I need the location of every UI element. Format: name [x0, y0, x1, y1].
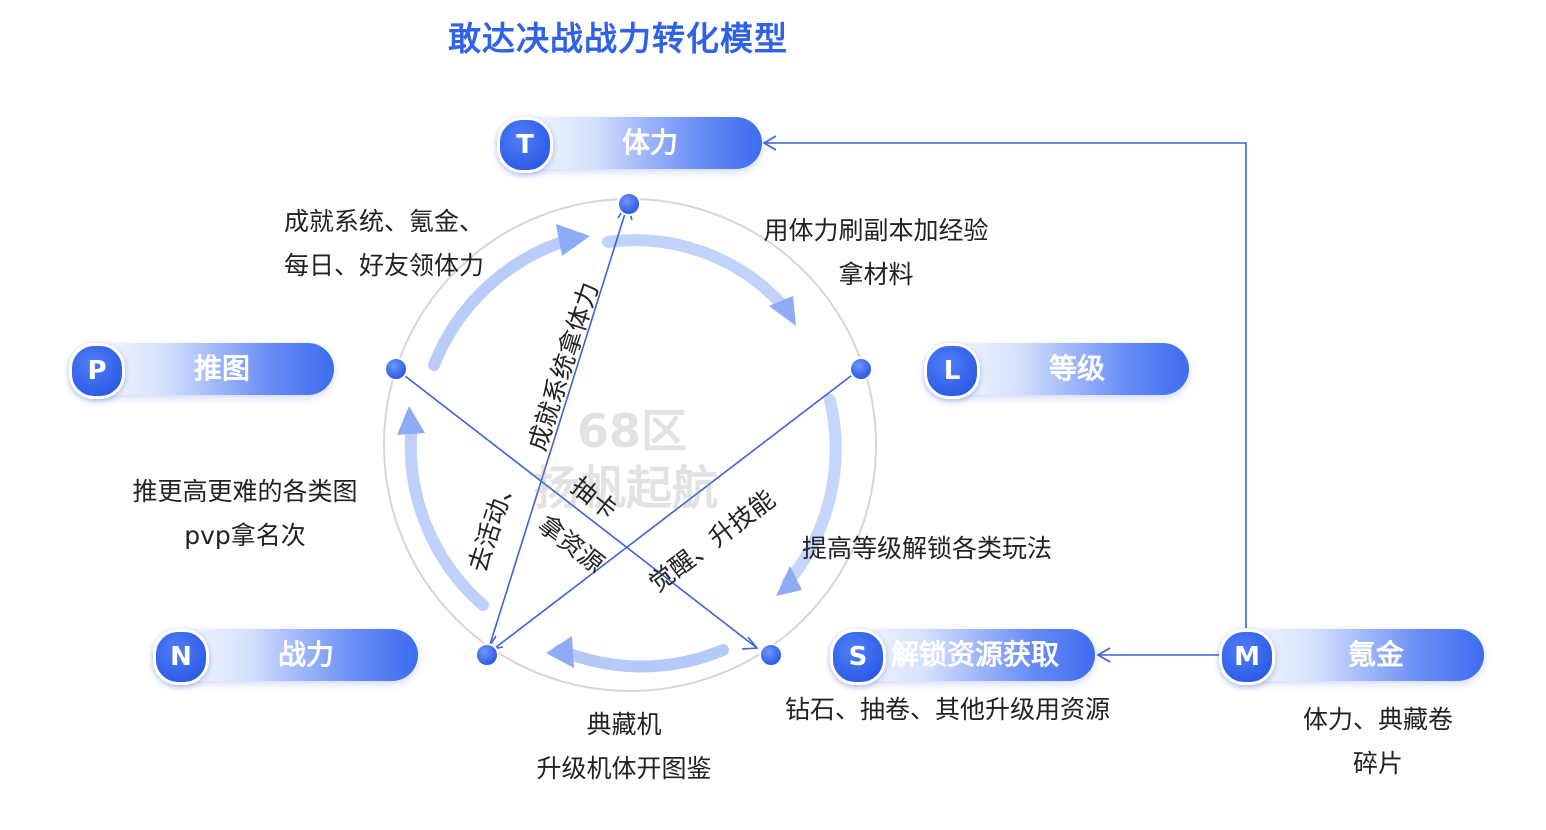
dot-t	[617, 192, 641, 216]
connector-lines	[395, 142, 1247, 656]
annotation-purchase: 体力、典藏卷 碎片	[1280, 698, 1476, 786]
annotation-push-map-line1: 推更高更难的各类图	[132, 477, 358, 506]
watermark-line2: 扬帆起航	[534, 461, 718, 515]
node-s-badge: S	[830, 629, 886, 685]
line-l-to-n	[494, 368, 861, 649]
arc-arrow-s-to-n	[554, 644, 729, 673]
node-l-label: 等级	[1049, 352, 1106, 385]
node-p-badge: P	[69, 343, 125, 399]
annotation-collection-line1: 典藏机	[586, 710, 662, 739]
dot-l	[849, 357, 873, 381]
dot-n	[475, 643, 499, 667]
node-p-label: 推图	[194, 352, 251, 385]
node-n-label: 战力	[278, 638, 335, 671]
annotation-use-stamina: 用体力刷副本加经验 拿材料	[750, 209, 1002, 297]
arc-arrow-t-to-l	[602, 234, 791, 314]
node-m-label: 氪金	[1348, 638, 1405, 671]
line-p-to-s	[395, 368, 758, 649]
annotation-unlock-resources: 钻石、抽卷、其他升级用资源	[785, 695, 1111, 724]
cycle-dots	[384, 192, 873, 667]
annotation-stamina-sources-line2: 每日、好友领体力	[284, 251, 485, 280]
annotation-stamina-sources: 成就系统、氪金、 每日、好友领体力	[284, 200, 484, 288]
diagram-title: 敢达决战战力转化模型	[448, 19, 788, 58]
node-n-badge: N	[153, 629, 209, 685]
line-n-to-t	[486, 203, 629, 655]
node-t-badge: T	[497, 117, 553, 173]
watermark-line1: 68区	[577, 404, 688, 458]
node-l-badge: L	[924, 343, 980, 399]
annotation-purchase-line1: 体力、典藏卷	[1302, 705, 1453, 734]
annotation-push-map: 推更高更难的各类图 pvp拿名次	[116, 470, 374, 558]
annotation-collection: 典藏机 升级机体开图鉴	[510, 703, 738, 791]
node-t-label: 体力	[622, 126, 679, 159]
annotation-stamina-sources-line1: 成就系统、氪金、	[284, 207, 485, 236]
annotation-use-stamina-line2: 拿材料	[838, 260, 914, 289]
arc-arrowheads	[397, 224, 802, 668]
arc-arrow-l-to-s	[782, 394, 842, 588]
arc-arrow-p-to-t	[428, 234, 574, 371]
node-s-label: 解锁资源获取	[891, 638, 1060, 671]
line-m-to-t	[766, 142, 1247, 628]
annotation-push-map-line2: pvp拿名次	[184, 521, 306, 550]
dot-s	[759, 643, 783, 667]
node-m-badge: M	[1219, 629, 1275, 685]
annotation-collection-line2: 升级机体开图鉴	[536, 754, 712, 783]
flow-arc-arrows	[404, 234, 842, 673]
annotation-level-unlock: 提高等级解锁各类玩法	[802, 534, 1053, 563]
annotation-use-stamina-line1: 用体力刷副本加经验	[763, 216, 989, 245]
dot-p	[384, 357, 408, 381]
annotation-purchase-line2: 碎片	[1352, 749, 1403, 778]
arc-arrow-n-to-p	[404, 419, 489, 611]
